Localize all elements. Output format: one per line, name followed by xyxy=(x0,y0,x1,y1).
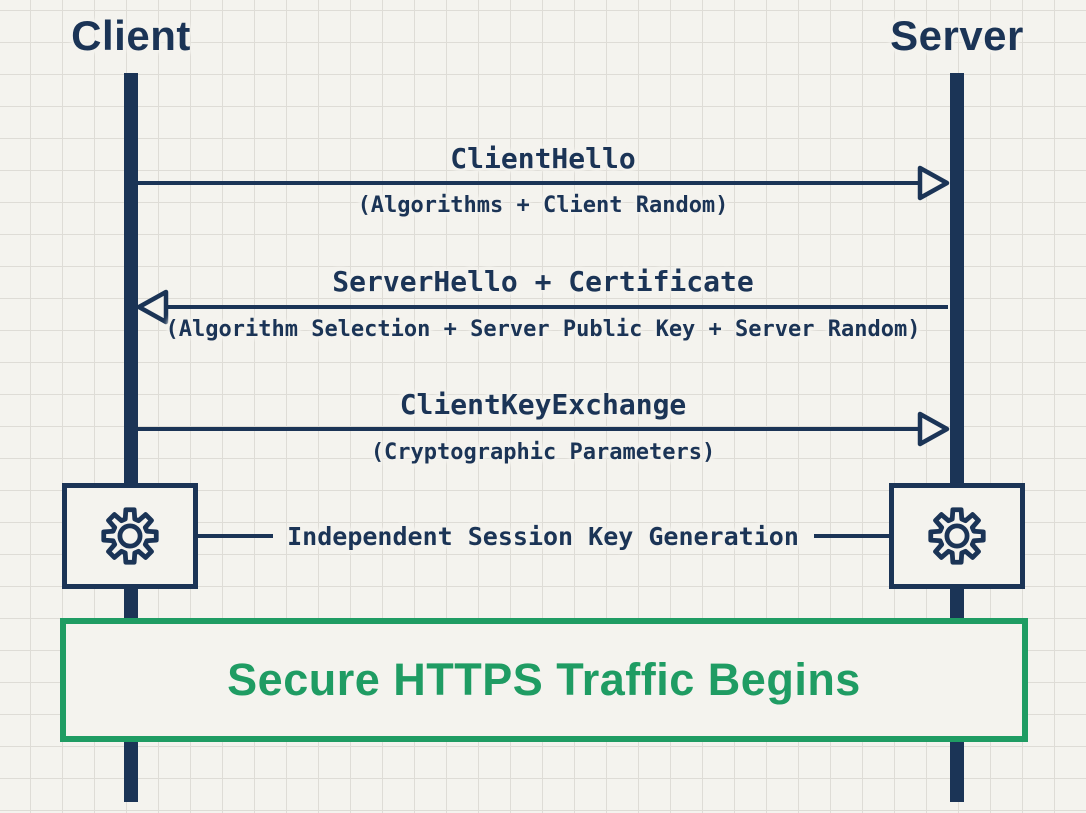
arrow-right-icon xyxy=(917,165,950,201)
message-server-hello-title: ServerHello + Certificate xyxy=(332,265,754,298)
client-actor-title: Client xyxy=(71,12,191,59)
arrow-right-icon xyxy=(917,411,950,447)
keygen-label: Independent Session Key Generation xyxy=(287,522,799,551)
message-client-hello-title: ClientHello xyxy=(450,142,636,175)
message-key-exchange-subtitle: (Cryptographic Parameters) xyxy=(370,440,716,465)
client-key-generation-box xyxy=(62,483,198,589)
message-key-exchange-arrow-line xyxy=(138,427,948,431)
secure-traffic-banner-label: Secure HTTPS Traffic Begins xyxy=(227,654,861,705)
message-client-hello-subtitle: (Algorithms + Client Random) xyxy=(357,193,729,218)
gear-icon xyxy=(928,507,986,565)
server-actor-title: Server xyxy=(890,12,1024,59)
message-server-hello-subtitle: (Algorithm Selection + Server Public Key… xyxy=(165,317,921,342)
message-client-hello-arrow-line xyxy=(138,181,948,185)
secure-traffic-banner: Secure HTTPS Traffic Begins xyxy=(60,618,1028,742)
arrow-left-icon xyxy=(136,289,169,325)
gear-icon xyxy=(101,507,159,565)
message-server-hello-arrow-line xyxy=(138,305,948,309)
server-key-generation-box xyxy=(889,483,1025,589)
keygen-connector-right xyxy=(814,534,889,538)
message-key-exchange-title: ClientKeyExchange xyxy=(399,388,687,421)
keygen-connector-left xyxy=(198,534,273,538)
